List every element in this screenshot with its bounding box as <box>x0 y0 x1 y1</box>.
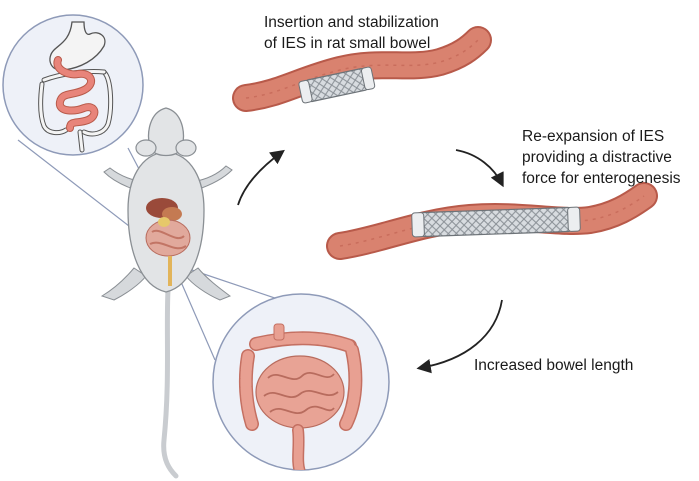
bowel-segment-insertion <box>232 26 492 112</box>
ies-stent-expanded <box>411 206 581 238</box>
label-increased-length: Increased bowel length <box>474 357 634 374</box>
bowel-segment-expanded <box>326 182 658 260</box>
arrow-rat-to-insertion <box>237 149 285 206</box>
inset-intestines <box>212 293 390 471</box>
label-reexpansion: Re-expansion of IES providing a distract… <box>522 128 681 187</box>
rat <box>100 107 233 479</box>
ies-stent-compressed <box>298 66 376 104</box>
label-insertion: Insertion and stabilization of IES in ra… <box>264 14 439 52</box>
arrow-insertion-to-expansion <box>455 149 504 188</box>
inset-digestive-tract <box>2 14 144 156</box>
arrow-expansion-to-length <box>416 299 503 374</box>
